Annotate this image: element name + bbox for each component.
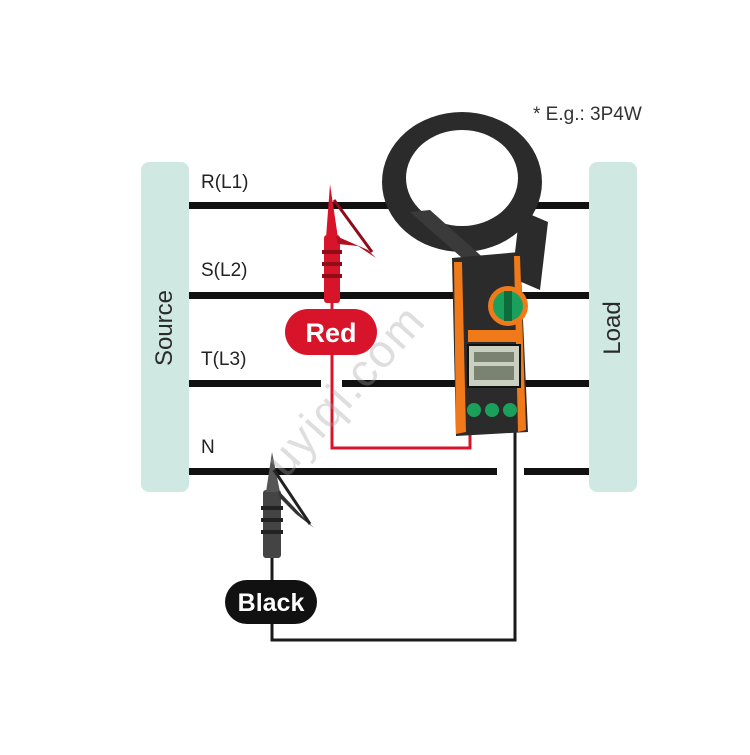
red-clip-icon: [322, 184, 376, 303]
phase-label-s: S(L2): [201, 260, 248, 281]
load-bar: [589, 162, 637, 492]
clamp-jaw-icon: [382, 112, 548, 290]
black-label-pill: [225, 580, 317, 624]
phase-label-n: N: [201, 437, 215, 458]
phase-label-t: T(L3): [201, 349, 247, 370]
red-label: Red: [305, 318, 356, 348]
source-label: Source: [151, 289, 178, 367]
example-note: * E.g.: 3P4W: [533, 104, 642, 125]
line-s-l2: [189, 292, 589, 299]
phase-label-r: R(L1): [201, 172, 249, 193]
line-n-left: [189, 468, 497, 475]
load-label: Load: [599, 301, 626, 355]
red-label-pill: [285, 309, 377, 355]
black-label: Black: [238, 589, 305, 617]
line-n-right: [524, 468, 589, 475]
clamp-meter-icon: [452, 252, 528, 436]
black-clip-icon: [261, 452, 314, 558]
source-bar: [141, 162, 189, 492]
line-t-l3-left: [189, 380, 321, 387]
